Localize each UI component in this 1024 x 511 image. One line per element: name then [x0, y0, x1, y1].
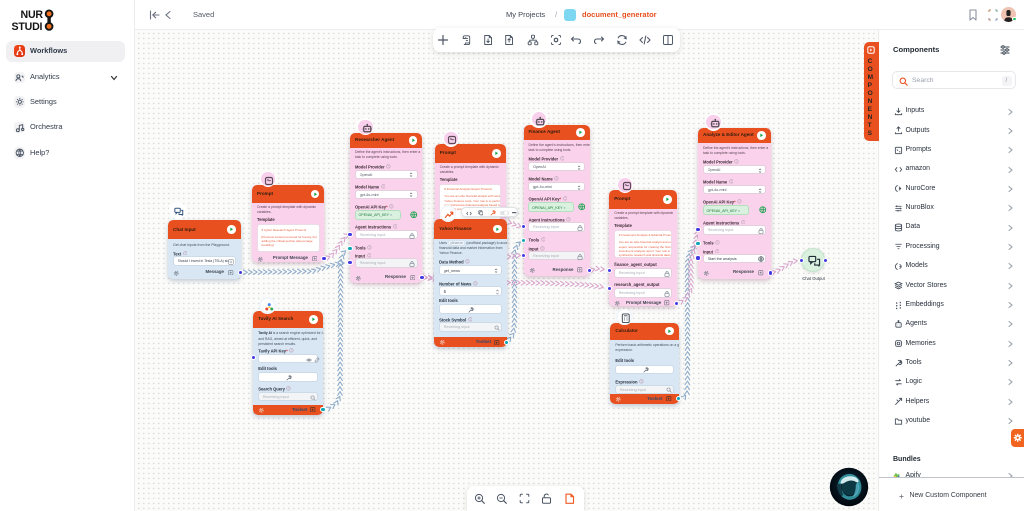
svg-text:STUDI: STUDI: [12, 21, 43, 33]
svg-text:NUR: NUR: [21, 9, 44, 21]
